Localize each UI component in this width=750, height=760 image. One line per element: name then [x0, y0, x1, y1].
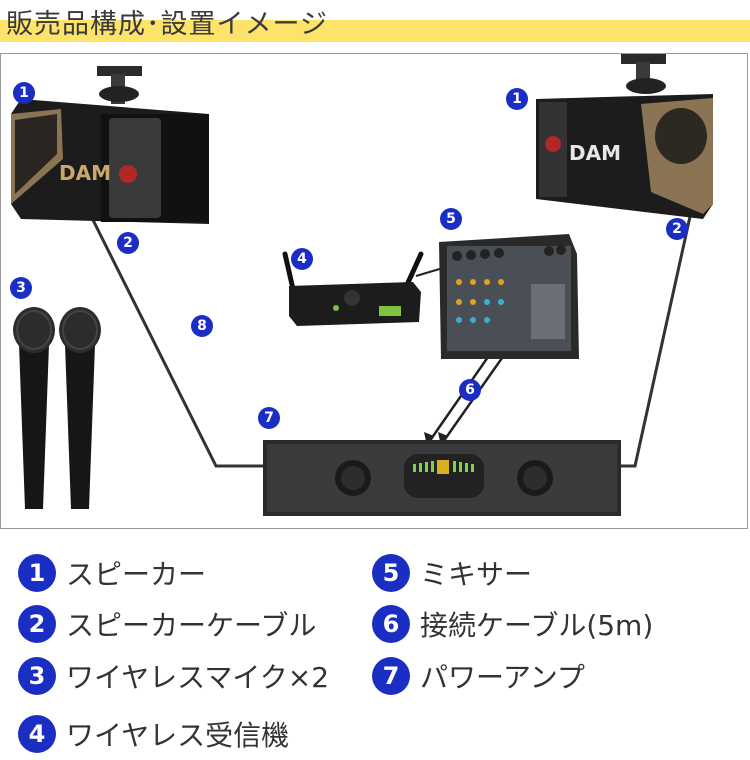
marker-6: 6: [459, 379, 481, 401]
marker-4: 4: [291, 248, 313, 270]
legend-item-4: 4 ワイヤレス受信機: [18, 714, 289, 754]
legend-label: スピーカーケーブル: [66, 609, 317, 642]
wireless-microphones: [13, 307, 101, 509]
marker-5: 5: [440, 208, 462, 230]
legend-item-3: 3 ワイヤレスマイク×2: [18, 656, 329, 696]
wireless-receiver: [282, 251, 424, 326]
marker-7: 7: [258, 407, 280, 429]
legend-num: 4: [18, 715, 56, 753]
legend-item-2: 2 スピーカーケーブル: [18, 604, 316, 644]
marker-3: 3: [10, 277, 32, 299]
legend-num: 5: [372, 554, 410, 592]
speaker-left: DAM: [11, 66, 209, 224]
speaker-cable-left: [87, 211, 271, 468]
legend-item-1: 1 スピーカー: [18, 553, 206, 593]
legend-num: 6: [372, 605, 410, 643]
legend-label: 接続ケーブル(5m): [420, 609, 654, 642]
marker-8: 8: [191, 315, 213, 337]
speaker-right-brand: DAM: [569, 141, 621, 165]
title-highlight: [0, 20, 750, 42]
speaker-right: DAM: [536, 54, 713, 219]
legend-label: スピーカー: [66, 558, 207, 591]
marker-2-left: 2: [117, 232, 139, 254]
power-amplifier: [263, 440, 621, 516]
diagram-illustration: DAM DAM: [11, 54, 713, 516]
marker-1-left: 1: [13, 82, 35, 104]
legend-label: ミキサー: [420, 558, 533, 591]
marker-2-right: 2: [666, 218, 688, 240]
legend-label: ワイヤレスマイク×2: [66, 661, 330, 694]
legend-num: 2: [18, 605, 56, 643]
legend-item-5: 5 ミキサー: [372, 553, 532, 593]
legend-num: 3: [18, 657, 56, 695]
legend-item-7: 7 パワーアンプ: [372, 656, 585, 696]
speaker-left-brand: DAM: [59, 161, 111, 185]
legend-item-6: 6 接続ケーブル(5m): [372, 604, 653, 644]
legend-num: 7: [372, 657, 410, 695]
title-bar: 販売品構成･設置イメージ: [0, 0, 750, 44]
marker-1-right: 1: [506, 88, 528, 110]
legend-num: 1: [18, 554, 56, 592]
speaker-cable-right: [616, 211, 693, 468]
legend-label: パワーアンプ: [420, 661, 585, 694]
mixer: [439, 234, 579, 359]
page-title: 販売品構成･設置イメージ: [6, 9, 328, 40]
legend-label: ワイヤレス受信機: [66, 719, 290, 752]
setup-diagram: DAM DAM: [0, 53, 748, 529]
